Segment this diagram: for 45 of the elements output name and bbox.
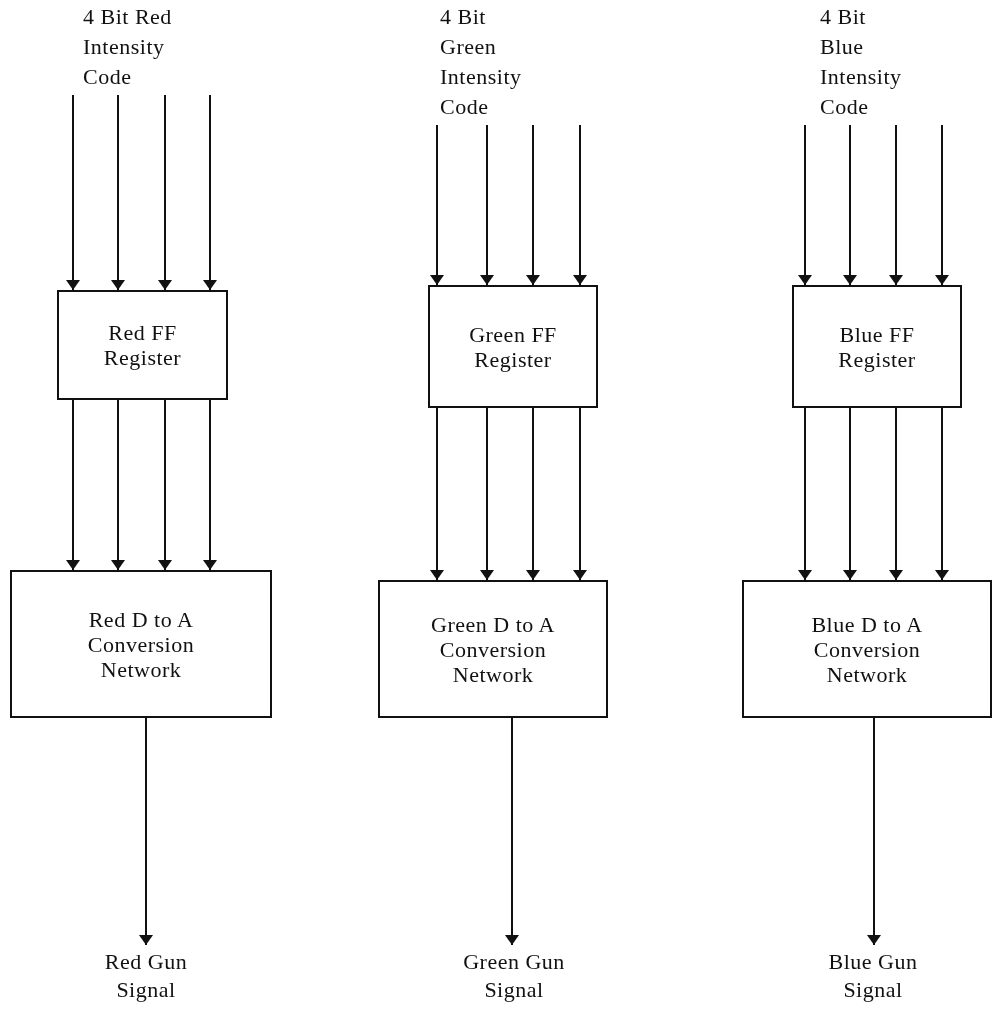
block-box xyxy=(792,285,962,408)
arrow xyxy=(867,717,881,946)
arrow xyxy=(935,124,949,286)
arrow xyxy=(480,124,494,286)
arrow xyxy=(66,94,80,291)
box-label: Red FF Register xyxy=(102,320,183,370)
block-box xyxy=(742,580,992,718)
block-box xyxy=(378,580,608,718)
input-label: 4 Bit Red Intensity Code xyxy=(62,2,220,92)
arrow xyxy=(203,399,217,571)
box-label: Blue D to A Conversion Network xyxy=(810,611,924,687)
arrow xyxy=(526,407,540,581)
arrow xyxy=(798,407,812,581)
block-box xyxy=(428,285,598,408)
arrow xyxy=(430,124,444,286)
box-label: Blue FF Register xyxy=(837,321,917,372)
arrow xyxy=(66,399,80,571)
arrow xyxy=(203,94,217,291)
arrow xyxy=(480,407,494,581)
arrow xyxy=(889,124,903,286)
box-label: Red D to A Conversion Network xyxy=(86,606,196,682)
arrow xyxy=(505,717,519,946)
arrow xyxy=(843,407,857,581)
block-box xyxy=(57,290,228,400)
output-label: Red Gun Signal xyxy=(86,948,206,1004)
output-label: Green Gun Signal xyxy=(434,948,594,1004)
arrow xyxy=(139,717,153,946)
arrow xyxy=(430,407,444,581)
arrow xyxy=(158,399,172,571)
box-label: Green D to A Conversion Network xyxy=(430,611,556,687)
arrow xyxy=(573,124,587,286)
output-label: Blue Gun Signal xyxy=(808,948,938,1004)
arrow xyxy=(526,124,540,286)
input-label: 4 Bit Green Intensity Code xyxy=(430,2,590,122)
arrow xyxy=(889,407,903,581)
arrow xyxy=(935,407,949,581)
arrow xyxy=(573,407,587,581)
arrow xyxy=(798,124,812,286)
block-box xyxy=(10,570,272,718)
arrow xyxy=(158,94,172,291)
input-label: 4 Bit Blue Intensity Code xyxy=(798,2,952,122)
arrow xyxy=(843,124,857,286)
box-label: Green FF Register xyxy=(468,321,558,372)
arrow xyxy=(111,94,125,291)
arrow xyxy=(111,399,125,571)
